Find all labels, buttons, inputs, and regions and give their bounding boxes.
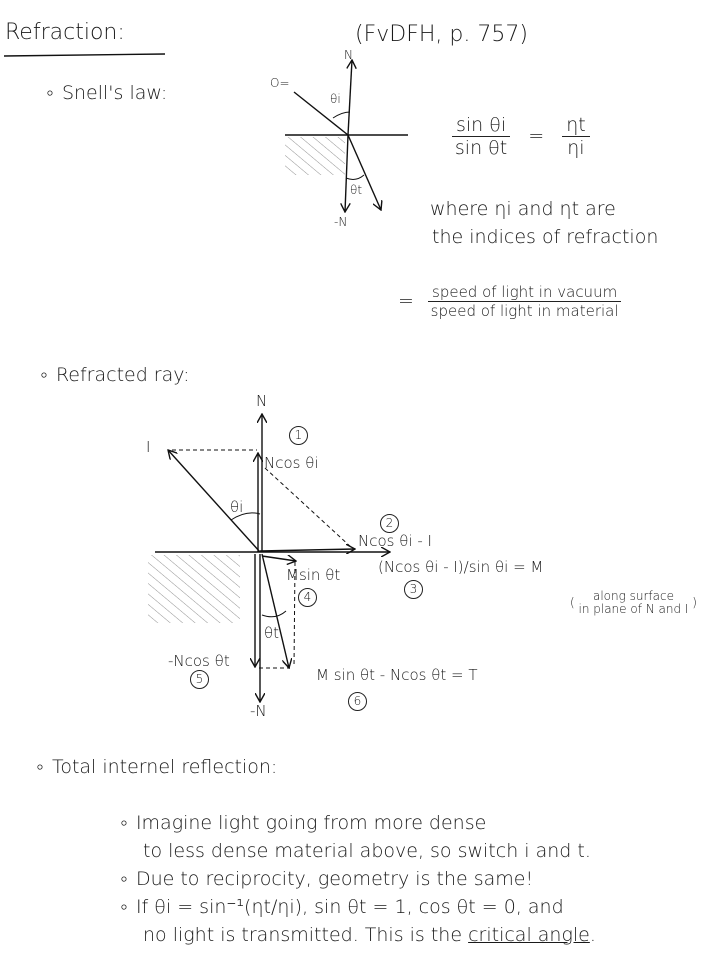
ratio-denominator: speed of light in material (430, 302, 619, 320)
tir-bullet-3-line-2: no light is transmitted. This is the cri… (143, 924, 596, 946)
critical-angle-term: critical angle (468, 924, 590, 946)
label-n-cos-i-minus-i: Ncos θi - I (358, 532, 432, 550)
tir-period: . (589, 924, 596, 946)
refracted-heading-text: Refracted ray: (55, 364, 190, 386)
tir-bullet-3: ∘ If θi = sin⁻¹(ηt/ηi), sin θt = 1, cos … (118, 896, 564, 918)
tir-heading-text: Total internel reflection: (51, 756, 278, 778)
snell-neg-normal-label: -N (334, 215, 348, 229)
ratio-numerator: speed of light in vacuum (428, 283, 622, 302)
step-3: 3 (404, 580, 423, 599)
ratio-equals: = (398, 290, 414, 312)
along-line-2: in plane of N and I (578, 602, 689, 616)
tir-bullet-2-text: Due to reciprocity, geometry is the same… (135, 868, 534, 890)
formula-num-left: sin θi (452, 114, 511, 137)
source-reference: (FvDFH, p. 757) (355, 22, 528, 47)
where-line-1: where ηi and ηt are (430, 198, 616, 220)
label-m-sin-t: Msin θt (286, 566, 341, 584)
page-title: Refraction: (5, 20, 125, 45)
step-2-number: 2 (380, 514, 399, 533)
refracted-diagram (148, 414, 390, 702)
refracted-heading: ∘ Refracted ray: (38, 364, 190, 386)
snell-heading: ∘ Snell's law: (44, 82, 168, 104)
snell-heading-text: Snell's law: (61, 82, 168, 104)
formula-equals: = (528, 125, 545, 147)
step-5-number: 5 (190, 670, 209, 689)
snell-diagram (285, 60, 408, 212)
step-1-number: 1 (289, 426, 308, 445)
tir-bullet-1: ∘ Imagine light going from more dense (118, 812, 487, 834)
tir-bullet-1-line-1: Imagine light going from more dense (135, 812, 487, 834)
step-6: 6 (348, 692, 367, 711)
step-4: 4 (298, 588, 317, 607)
tir-heading: ∘ Total internel reflection: (34, 756, 278, 778)
where-line-2: the indices of refraction (432, 226, 659, 248)
snell-theta-i: θi (330, 92, 341, 106)
label-N: N (256, 392, 268, 410)
tir-bullet-2: ∘ Due to reciprocity, geometry is the sa… (118, 868, 534, 890)
formula-num-right: ηt (562, 114, 590, 137)
step-1: 1 (289, 426, 308, 445)
snell-theta-t: θt (350, 183, 363, 197)
label-I: I (146, 438, 151, 456)
label-t-definition: M sin θt - Ncos θt = T (316, 666, 478, 684)
light-source-icon: O= (270, 76, 290, 90)
label-theta-t: θt (264, 624, 280, 642)
step-3-number: 3 (404, 580, 423, 599)
step-4-number: 4 (298, 588, 317, 607)
tir-bullet-1-line-2: to less dense material above, so switch … (143, 840, 591, 862)
tir-bullet-3-line-1: If θi = sin⁻¹(ηt/ηi), sin θt = 1, cos θt… (135, 896, 564, 918)
tir-bullet-3-line-2-text: no light is transmitted. This is the (143, 924, 463, 946)
snell-normal-label: N (344, 48, 353, 62)
label-neg-N: -N (250, 702, 267, 720)
label-neg-n-cos-t: -Ncos θt (168, 652, 230, 670)
step-5: 5 (190, 670, 209, 689)
along-line-1: along surface (592, 589, 674, 603)
formula-den-right: ηi (567, 137, 585, 159)
label-n-cos-i: Ncos θi (264, 454, 319, 472)
title-underline (3, 53, 166, 57)
label-theta-i: θi (230, 498, 244, 516)
label-m-definition: (Ncos θi - I)/sin θi = M (378, 558, 544, 576)
step-2: 2 (380, 514, 399, 533)
formula-den-left: sin θt (454, 137, 508, 159)
step-6-number: 6 (348, 692, 367, 711)
